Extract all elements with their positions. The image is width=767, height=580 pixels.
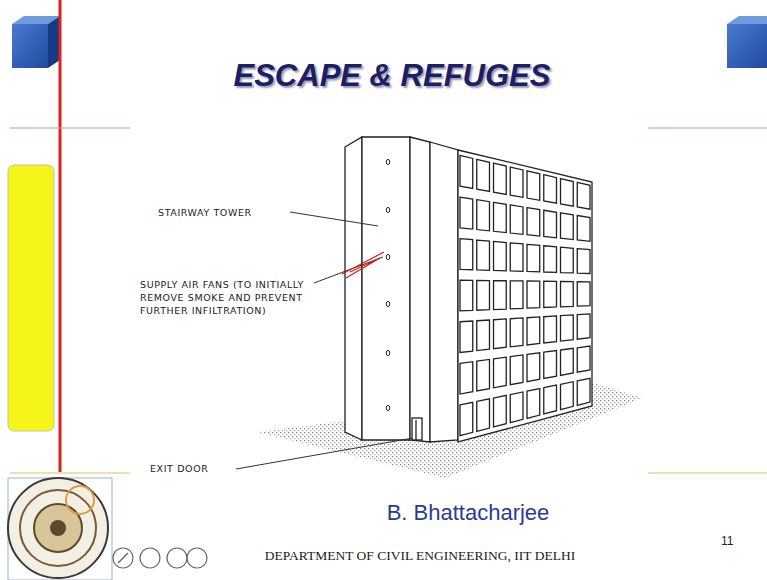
fan-symbol (386, 301, 390, 306)
window (494, 241, 507, 270)
window (477, 359, 490, 391)
window (544, 385, 557, 414)
part-label: SUPPLY AIR FANS (TO INITIALLY REMOVE SMO… (140, 278, 312, 317)
window (510, 281, 523, 309)
window (477, 200, 490, 231)
window (577, 249, 590, 274)
window (510, 318, 523, 347)
window (460, 239, 473, 270)
window (494, 202, 507, 232)
fan-symbol (386, 159, 390, 164)
supply-air-fan (386, 159, 390, 410)
window (561, 281, 574, 306)
window (494, 319, 507, 349)
window (460, 155, 473, 188)
window (527, 281, 540, 308)
window (544, 210, 557, 238)
window (544, 175, 557, 204)
fan-symbol (386, 207, 390, 212)
window (460, 321, 473, 353)
window (477, 399, 490, 431)
window (527, 389, 540, 419)
window (544, 351, 557, 379)
window (510, 243, 523, 271)
part-label: EXIT DOOR (150, 462, 240, 475)
window (494, 163, 507, 194)
window (510, 167, 523, 197)
window (561, 382, 574, 410)
window (561, 348, 574, 375)
window (577, 182, 590, 209)
window (477, 159, 490, 191)
window (494, 281, 507, 310)
window (510, 355, 523, 385)
window (544, 316, 557, 343)
part-label: STAIRWAY TOWER (158, 206, 293, 219)
window (510, 205, 523, 234)
building (345, 137, 592, 442)
window (527, 208, 540, 236)
window (477, 240, 490, 270)
window (561, 179, 574, 207)
window (577, 378, 590, 405)
window (561, 315, 574, 341)
slide-title: ESCAPE & REFUGES (234, 58, 551, 94)
window (544, 281, 557, 307)
window (460, 197, 473, 229)
window (577, 314, 590, 339)
fan-symbol (386, 350, 390, 355)
window (477, 320, 490, 351)
slide-decoration (8, 0, 767, 580)
leader-line (236, 212, 413, 469)
window (510, 392, 523, 423)
fan-symbol (386, 254, 390, 259)
window (527, 353, 540, 382)
window (460, 280, 473, 311)
department-name: DEPARTMENT OF CIVIL ENGINEERING, IIT DEL… (265, 548, 575, 564)
window (460, 362, 473, 394)
window (527, 244, 540, 272)
page-number: 11 (721, 534, 733, 548)
window (561, 213, 574, 240)
window (561, 247, 574, 273)
window (494, 357, 507, 388)
window (494, 395, 507, 427)
author-name: B. Bhattacharjee (387, 500, 550, 526)
window (577, 282, 590, 306)
window (460, 402, 473, 435)
window (477, 280, 490, 310)
window (577, 216, 590, 242)
window (577, 346, 590, 372)
fan-symbol (386, 405, 390, 410)
window (527, 317, 540, 345)
window (527, 171, 540, 200)
window (544, 246, 557, 273)
